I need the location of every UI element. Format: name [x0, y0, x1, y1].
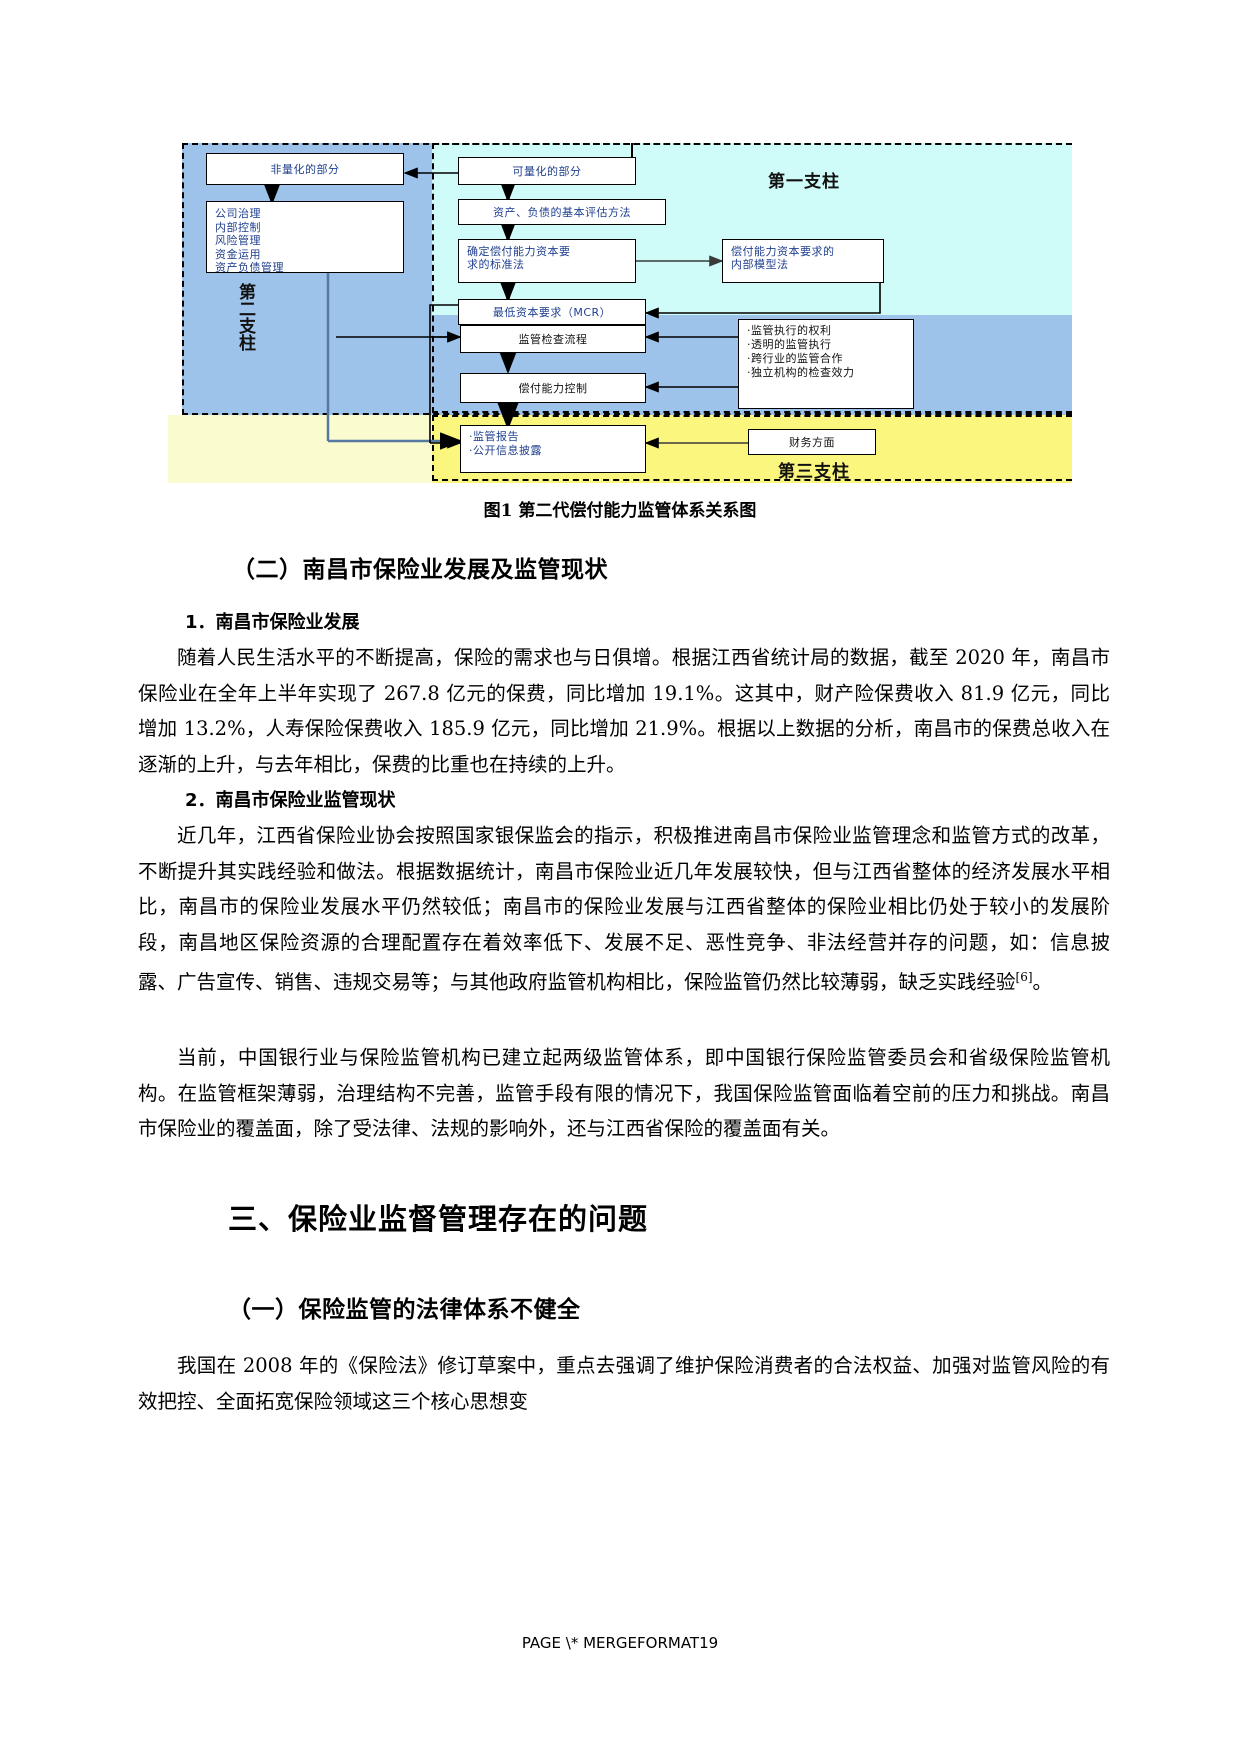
paragraph-2-period: 。	[1032, 970, 1053, 994]
box-mcr: 最低资本要求（MCR）	[458, 299, 646, 325]
pillar3-dashed-border	[432, 415, 1072, 481]
figure-connectors	[258, 143, 881, 450]
box-governance-list: 公司治理 内部控制 风险管理 资金运用 资产负债管理	[206, 201, 404, 274]
box-internal-model: 偿付能力资本要求的 内部模型法	[722, 239, 884, 283]
paragraph-2: 近几年，江西省保险业协会按照国家银保监会的指示，积极推进南昌市保险业监管理念和监…	[138, 818, 1110, 1000]
page-footer-field: PAGE \* MERGEFORMAT19	[521, 1634, 719, 1652]
paragraph-2-text: 近几年，江西省保险业协会按照国家银保监会的指示，积极推进南昌市保险业监管理念和监…	[138, 824, 1110, 994]
pillar-label-third: 第三支柱	[778, 462, 850, 482]
box-reports: ·监管报告 ·公开信息披露	[460, 425, 646, 473]
pillar1-dashed-border	[432, 143, 1072, 413]
box-solvency-control: 偿付能力控制	[460, 373, 646, 403]
paragraph-2-citation: [6]	[1015, 970, 1033, 984]
figure-solvency-framework: 非量化的部分 公司治理 内部控制 风险管理 资金运用 资产负债管理 第二支柱 可…	[168, 143, 1072, 483]
box-supervision-rights: ·监管执行的权利 ·透明的监管执行 ·跨行业的监管合作 ·独立机构的检查效力	[738, 319, 914, 409]
figure-caption: 图1 第二代偿付能力监管体系关系图	[483, 501, 757, 521]
heading-section-two: （二）南昌市保险业发展及监管现状	[232, 557, 608, 583]
paragraph-1: 随着人民生活水平的不断提高，保险的需求也与日俱增。根据江西省统计局的数据，截至 …	[138, 646, 1110, 776]
heading-section-three-one: （一）保险监管的法律体系不健全	[228, 1297, 581, 1323]
pillar-label-first: 第一支柱	[768, 172, 840, 192]
subheading-1: 1．南昌市保险业发展	[185, 612, 360, 633]
paragraph-4: 我国在 2008 年的《保险法》修订草案中，重点去强调了维护保险消费者的合法权益…	[138, 1354, 1110, 1413]
heading-section-three: 三、保险业监督管理存在的问题	[228, 1202, 649, 1236]
box-financial: 财务方面	[748, 429, 876, 455]
box-standard-method: 确定偿付能力资本要 求的标准法	[458, 239, 636, 283]
box-valuation-method: 资产、负债的基本评估方法	[458, 199, 666, 225]
box-quantifiable: 可量化的部分	[458, 157, 636, 185]
paragraph-3: 当前，中国银行业与保险监管机构已建立起两级监管体系，即中国银行保险监管委员会和省…	[138, 1046, 1110, 1140]
pillar-label-second: 第二支柱	[235, 283, 255, 351]
box-non-quantifiable: 非量化的部分	[206, 153, 404, 185]
box-inspection-process: 监管检查流程	[460, 325, 646, 353]
subheading-2: 2．南昌市保险业监管现状	[185, 790, 396, 811]
figure-canvas: 非量化的部分 公司治理 内部控制 风险管理 资金运用 资产负债管理 第二支柱 可…	[168, 143, 1072, 483]
